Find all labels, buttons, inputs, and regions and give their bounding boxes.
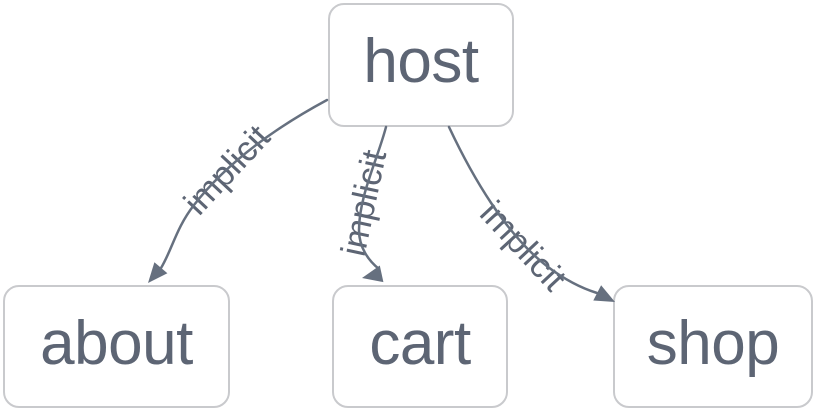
edge-label-host-about: implicit — [176, 117, 278, 223]
node-cart: cart — [332, 285, 508, 408]
arrowhead-host-cart — [362, 265, 384, 283]
node-shop-label: shop — [646, 308, 780, 378]
node-host-label: host — [363, 27, 479, 96]
node-about: about — [3, 285, 230, 408]
node-cart-label: cart — [369, 308, 471, 378]
arrowhead-host-about — [148, 262, 168, 283]
arrowhead-host-shop — [593, 285, 615, 302]
node-shop: shop — [613, 285, 813, 408]
node-host: host — [328, 3, 514, 127]
edge-label-host-shop: implicit — [472, 193, 574, 299]
node-about-label: about — [40, 308, 193, 378]
edge-label-host-cart: implicit — [333, 146, 395, 260]
